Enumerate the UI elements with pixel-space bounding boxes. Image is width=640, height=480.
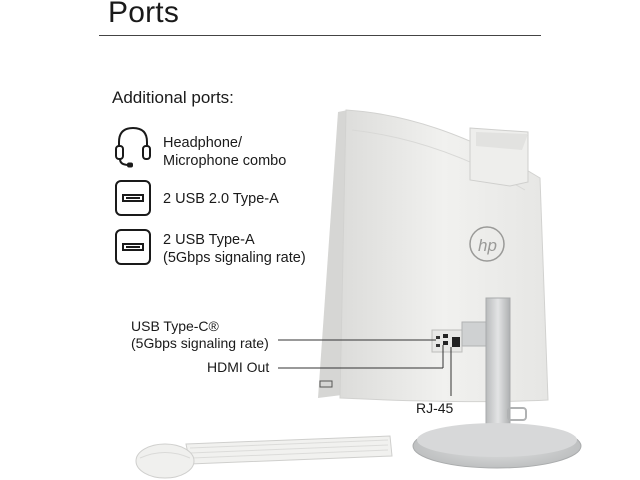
port-label-usb-5gbps: 2 USB Type-A (5Gbps signaling rate) [163,232,306,266]
title-divider [99,35,541,36]
port-label-usb2: 2 USB 2.0 Type-A [163,191,279,207]
stand-arm [461,321,491,347]
stand-column [485,297,511,439]
hp-logo [469,226,505,262]
callout-usb-type-c: USB Type-C® (5Gbps signaling rate) [131,318,269,351]
usb-a-icon [115,180,151,216]
page-title: Ports [108,0,180,29]
svg-text:hp: hp [478,236,497,255]
additional-ports-heading: Additional ports: [112,88,234,107]
usb-a-icon [115,229,151,265]
headset-icon [113,124,153,168]
monitor-front-edge [318,110,348,398]
port-label-headphone: Headphone/ Microphone combo [163,135,287,169]
keyboard [185,435,393,465]
callout-rj45: RJ-45 [416,400,454,416]
callout-hdmi-out: HDMI Out [207,359,270,375]
mouse [135,443,195,479]
